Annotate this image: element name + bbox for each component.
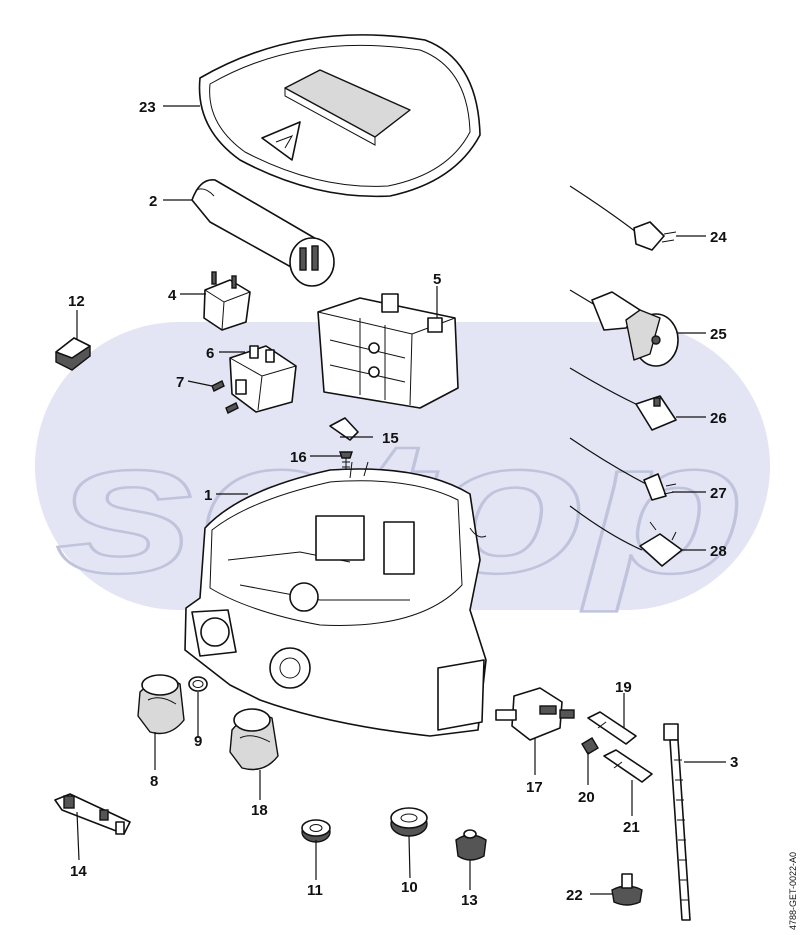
part-11-grommet bbox=[301, 819, 331, 843]
label-20: 20 bbox=[578, 789, 595, 806]
part-4-relay bbox=[203, 271, 251, 331]
label-11: 11 bbox=[307, 882, 323, 899]
part-27-power-cord bbox=[569, 437, 677, 501]
part-3-cable-tie bbox=[663, 723, 691, 921]
part-12-grommet bbox=[55, 337, 91, 371]
part-20-connector bbox=[581, 737, 599, 755]
part-9-o-ring bbox=[188, 676, 208, 692]
part-2-capacitor bbox=[191, 179, 335, 287]
label-8: 8 bbox=[150, 773, 158, 790]
label-15: 15 bbox=[382, 430, 399, 447]
label-1: 1 bbox=[204, 487, 212, 504]
part-22-foot bbox=[611, 873, 643, 906]
label-21: 21 bbox=[623, 819, 640, 836]
part-10-grommet bbox=[390, 807, 428, 837]
label-9: 9 bbox=[194, 733, 202, 750]
part-14-bracket bbox=[54, 793, 131, 835]
part-24-power-cord bbox=[569, 185, 677, 251]
label-13: 13 bbox=[461, 892, 478, 909]
callout-labels: 23 2 4 12 5 6 7 15 16 1 8 9 18 14 11 10 … bbox=[68, 99, 738, 909]
label-10: 10 bbox=[401, 879, 418, 896]
document-id: 4788-GET-0022-A0 bbox=[788, 852, 798, 930]
part-17-switch bbox=[495, 687, 575, 741]
part-13-plug bbox=[455, 829, 487, 861]
leader-lines bbox=[76, 105, 726, 895]
part-19-connector bbox=[587, 711, 637, 745]
part-6-terminal-block bbox=[229, 345, 297, 413]
part-5-contactor bbox=[317, 293, 459, 409]
label-18: 18 bbox=[251, 802, 268, 819]
part-25-power-cord bbox=[569, 289, 679, 367]
label-16: 16 bbox=[290, 449, 307, 466]
part-21-connector bbox=[603, 749, 653, 783]
label-28: 28 bbox=[710, 543, 727, 560]
part-26-power-cord bbox=[569, 367, 677, 431]
label-14: 14 bbox=[70, 863, 87, 880]
label-5: 5 bbox=[433, 271, 441, 288]
part-7-screws bbox=[211, 380, 239, 414]
label-6: 6 bbox=[206, 345, 214, 362]
part-8-knob bbox=[137, 674, 185, 735]
label-7: 7 bbox=[176, 374, 184, 391]
part-23-cover bbox=[198, 34, 481, 198]
label-2: 2 bbox=[149, 193, 157, 210]
label-26: 26 bbox=[710, 410, 727, 427]
label-12: 12 bbox=[68, 293, 85, 310]
label-3: 3 bbox=[730, 754, 738, 771]
label-19: 19 bbox=[615, 679, 632, 696]
label-27: 27 bbox=[710, 485, 727, 502]
label-24: 24 bbox=[710, 229, 727, 246]
part-1-housing bbox=[184, 461, 487, 737]
part-18-knob bbox=[229, 708, 279, 771]
label-22: 22 bbox=[566, 887, 583, 904]
part-15-clip bbox=[329, 417, 359, 441]
label-25: 25 bbox=[710, 326, 727, 343]
label-17: 17 bbox=[526, 779, 543, 796]
label-23: 23 bbox=[139, 99, 156, 116]
label-4: 4 bbox=[168, 287, 177, 304]
